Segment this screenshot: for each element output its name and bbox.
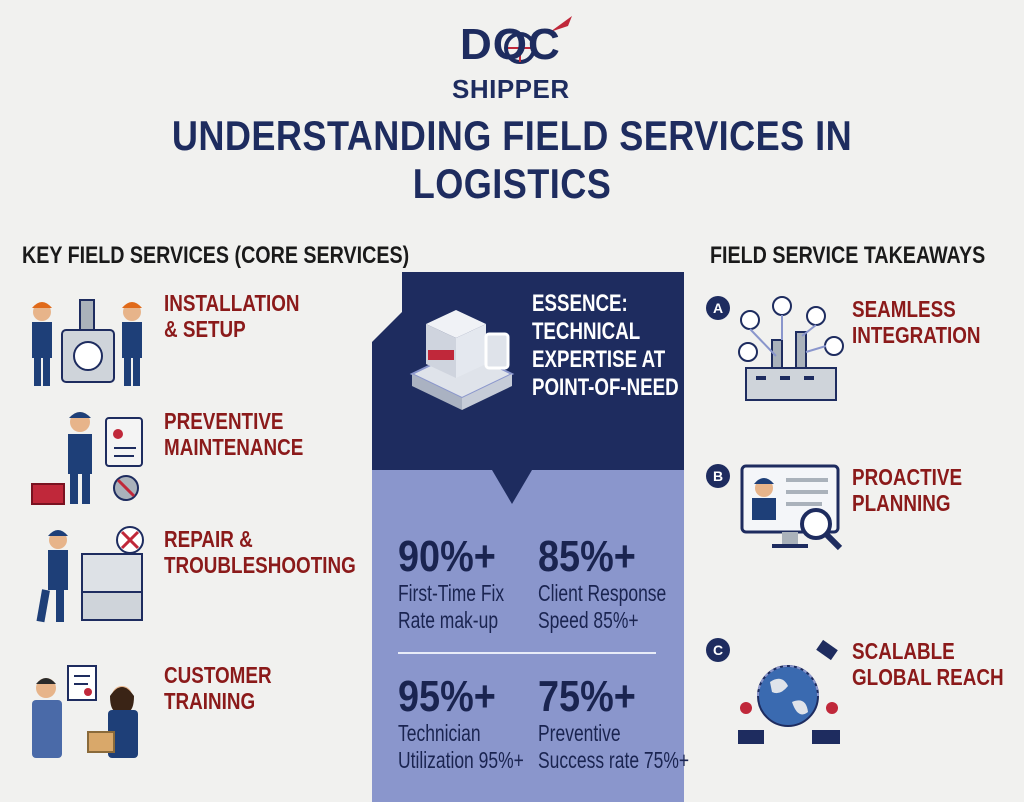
monitor-search-icon xyxy=(740,464,843,551)
stat-value: 95%+ xyxy=(398,672,496,721)
stat-value: 90%+ xyxy=(398,532,496,581)
stat-label: First-Time Fix Rate mak-up xyxy=(398,580,505,633)
badge-a: A xyxy=(706,296,730,320)
logo-globe-icon xyxy=(504,16,572,64)
stat-client-response: 85%+ Client Response Speed 85%+ xyxy=(538,534,738,634)
technicians-machine-icon xyxy=(32,299,142,386)
training-people-icon xyxy=(32,665,138,758)
stat-label: Technician Utilization 95%+ xyxy=(398,720,524,773)
globe-satellite-icon xyxy=(738,639,840,744)
page-title: UNDERSTANDING FIELD SERVICES IN LOGISTIC… xyxy=(171,112,853,207)
service-label: INSTALLATION & SETUP xyxy=(164,290,300,342)
essence-text: ESSENCE: TECHNICAL EXPERTISE AT POINT-OF… xyxy=(532,290,679,401)
stats-divider xyxy=(398,652,656,654)
stat-label: Preventive Success rate 75%+ xyxy=(538,720,690,773)
stat-technician-utilization: 95%+ Technician Utilization 95%+ xyxy=(398,674,598,774)
core-services-heading: KEY FIELD SERVICES (CORE SERVICES) xyxy=(22,242,410,269)
logo-text-shipper: SHIPPER xyxy=(452,74,570,104)
logo-text-doc: DOC xyxy=(460,20,561,69)
stat-value: 75%+ xyxy=(538,672,636,721)
service-label: REPAIR & TROUBLESHOOTING xyxy=(164,526,356,578)
stat-preventive-success: 75%+ Preventive Success rate 75%+ xyxy=(538,674,738,774)
takeaway-label: PROACTIVE PLANNING xyxy=(852,464,963,516)
parcel-tools-icon xyxy=(409,310,515,410)
badge-c: C xyxy=(706,638,730,662)
stat-first-time-fix: 90%+ First-Time Fix Rate mak-up xyxy=(398,534,598,634)
stat-label: Client Response Speed 85%+ xyxy=(538,580,667,633)
docshipper-logo: DOC SHIPPER xyxy=(442,14,592,106)
service-label: PREVENTIVE MAINTENANCE xyxy=(164,408,304,460)
repair-cart-icon xyxy=(36,526,144,623)
factory-network-icon xyxy=(738,296,844,401)
badge-b: B xyxy=(706,464,730,488)
technician-toolbox-icon xyxy=(31,412,143,505)
service-label: CUSTOMER TRAINING xyxy=(164,662,272,714)
takeaways-heading: FIELD SERVICE TAKEAWAYS xyxy=(710,242,986,269)
stat-value: 85%+ xyxy=(538,532,636,581)
takeaway-label: SCALABLE GLOBAL REACH xyxy=(852,638,1004,690)
takeaway-label: SEAMLESS INTEGRATION xyxy=(852,296,981,348)
